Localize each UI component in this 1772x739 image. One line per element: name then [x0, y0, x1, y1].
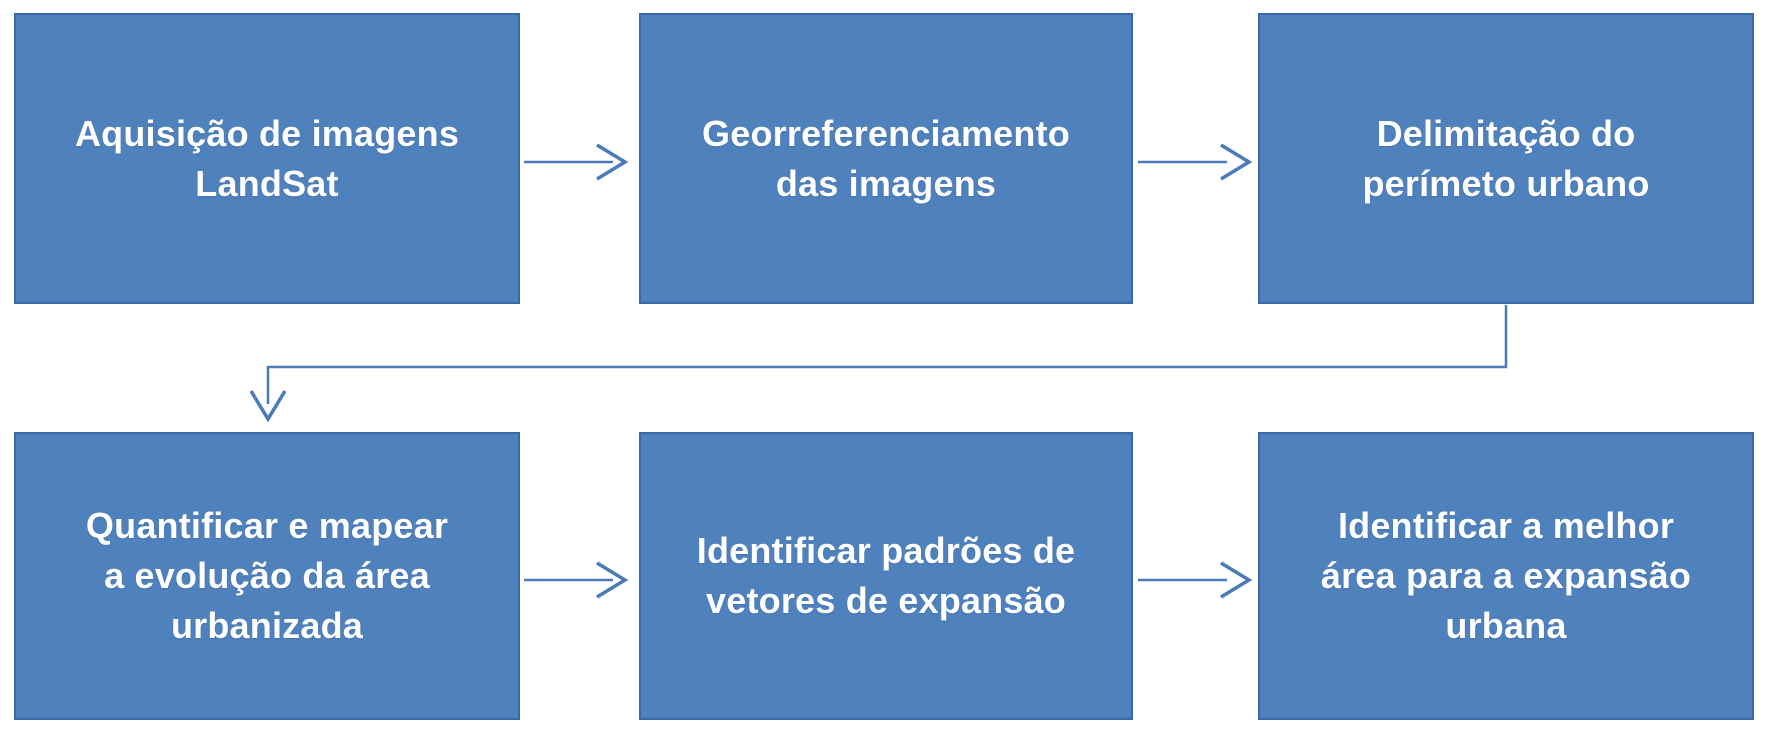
arrowhead-right-icon	[1220, 143, 1253, 181]
flow-box-step-3-label: Delimitação do perímeto urbano	[1362, 112, 1650, 204]
arrow-step4-to-step5	[524, 561, 629, 599]
arrow-step1-to-step2	[524, 143, 629, 181]
arrow-step3-to-step4	[249, 305, 1508, 423]
elbow-shaft	[266, 305, 1508, 404]
arrowhead-right-icon	[1220, 561, 1253, 599]
flow-box-step-4-label: Quantificar e mapear a evolução da área …	[85, 505, 449, 646]
flow-box-step-1: Aquisição de imagens LandSat	[14, 13, 520, 304]
arrowhead-right-icon	[596, 561, 629, 599]
arrow-step5-to-step6	[1138, 561, 1253, 599]
flow-box-step-5: Identificar padrões de vetores de expans…	[639, 432, 1133, 720]
flow-box-step-2-label: Georreferenciamento das imagens	[702, 112, 1070, 204]
flow-box-step-6: Identificar a melhor área para a expansã…	[1258, 432, 1754, 720]
flow-box-step-4: Quantificar e mapear a evolução da área …	[14, 432, 520, 720]
flow-box-step-6-label: Identificar a melhor área para a expansã…	[1320, 505, 1692, 646]
arrowhead-down-icon	[249, 390, 287, 423]
arrow-step2-to-step3	[1138, 143, 1253, 181]
flow-box-step-1-label: Aquisição de imagens LandSat	[74, 112, 460, 204]
arrowhead-right-icon	[596, 143, 629, 181]
flow-box-step-5-label: Identificar padrões de vetores de expans…	[696, 530, 1076, 621]
flow-box-step-2: Georreferenciamento das imagens	[639, 13, 1133, 304]
flow-box-step-3: Delimitação do perímeto urbano	[1258, 13, 1754, 304]
